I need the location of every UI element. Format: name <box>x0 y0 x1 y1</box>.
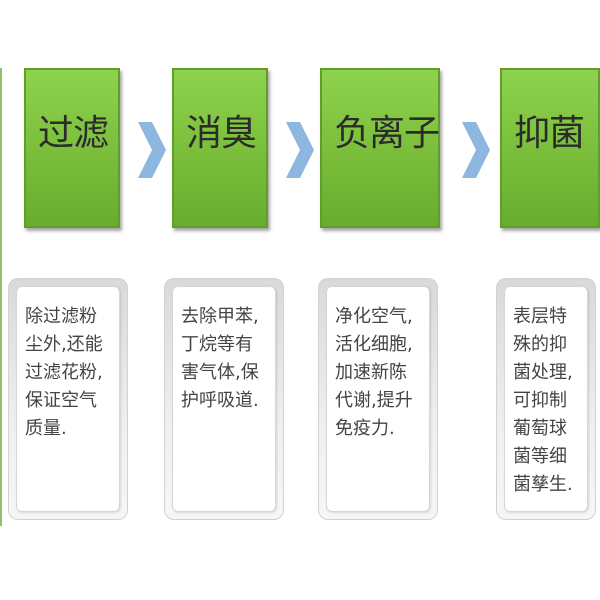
step-box-filter: 过滤 <box>24 68 120 228</box>
description-text-deodorize: 去除甲苯,丁烷等有害气体,保护呼吸道. <box>172 286 276 512</box>
step-title-filter: 过滤 <box>38 113 109 154</box>
chevron-right-icon <box>286 122 314 178</box>
chevron-right-icon <box>458 120 492 180</box>
left-green-edge <box>0 68 2 526</box>
description-text-negative-ion: 净化空气,活化细胞,加速新陈代谢,提升免疫力. <box>326 286 430 512</box>
step-title-negative-ion: 负离子 <box>334 113 440 154</box>
step-box-antibacterial: 抑菌 <box>500 68 600 228</box>
description-card-negative-ion: 净化空气,活化细胞,加速新陈代谢,提升免疫力. <box>318 278 438 520</box>
description-card-filter: 除过滤粉尘外,还能过滤花粉,保证空气质量. <box>8 278 128 520</box>
step-box-negative-ion: 负离子 <box>320 68 440 228</box>
chevron-right-icon <box>462 122 490 178</box>
step-box-deodorize: 消臭 <box>172 68 268 228</box>
description-card-antibacterial: 表层特殊的抑菌处理,可抑制葡萄球菌等细菌孳生. <box>496 278 596 520</box>
step-title-deodorize: 消臭 <box>186 113 257 154</box>
chevron-right-icon <box>134 120 168 180</box>
chevron-right-icon <box>138 122 166 178</box>
description-text-filter: 除过滤粉尘外,还能过滤花粉,保证空气质量. <box>16 286 120 512</box>
description-card-deodorize: 去除甲苯,丁烷等有害气体,保护呼吸道. <box>164 278 284 520</box>
description-text-antibacterial: 表层特殊的抑菌处理,可抑制葡萄球菌等细菌孳生. <box>504 286 588 512</box>
step-title-antibacterial: 抑菌 <box>514 113 585 154</box>
chevron-right-icon <box>282 120 316 180</box>
